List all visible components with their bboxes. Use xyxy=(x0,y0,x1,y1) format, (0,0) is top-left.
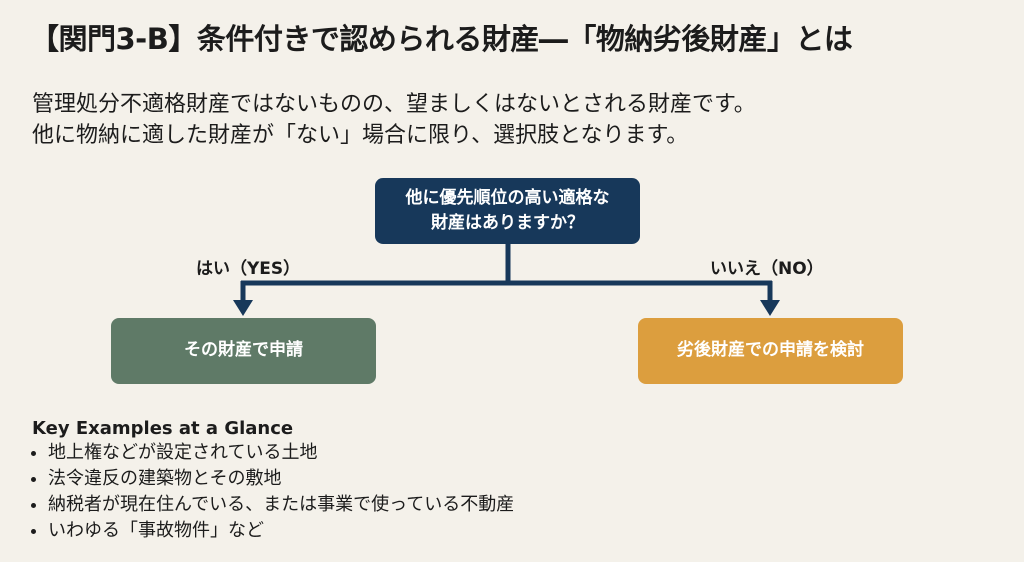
yes-label: はい（YES） xyxy=(196,259,301,279)
examples-heading: Key Examples at a Glance xyxy=(32,418,294,439)
arrow-yes-icon xyxy=(233,300,253,316)
intro-line-2: 他に物納に適した財産が「ない」場合に限り、選択肢となります。 xyxy=(32,123,689,148)
yes-result-text: その財産で申請 xyxy=(184,340,303,361)
page-title: 【関門3-B】条件付きで認められる財産―「物納劣後財産」とは xyxy=(30,22,853,56)
list-item: 法令違反の建築物とその敷地 xyxy=(48,466,514,492)
list-item: 地上権などが設定されている土地 xyxy=(48,440,514,466)
intro-line-1: 管理処分不適格財産ではないものの、望ましくはないとされる財産です。 xyxy=(32,92,756,117)
no-label: いいえ（NO） xyxy=(710,259,824,279)
yes-result-box: その財産で申請 xyxy=(111,318,376,384)
question-box: 他に優先順位の高い適格な財産はありますか？ xyxy=(375,178,640,244)
arrow-no-icon xyxy=(760,300,780,316)
question-line-1: 他に優先順位の高い適格な xyxy=(405,187,610,208)
list-item: いわゆる「事故物件」など xyxy=(48,518,514,544)
question-line-2: 財産はありますか？ xyxy=(431,213,584,233)
list-item: 納税者が現在住んでいる、または事業で使っている不動産 xyxy=(48,492,514,518)
examples-list: 地上権などが設定されている土地 法令違反の建築物とその敷地 納税者が現在住んでい… xyxy=(26,440,514,544)
no-result-box: 劣後財産での申請を検討 xyxy=(638,318,903,384)
no-result-text: 劣後財産での申請を検討 xyxy=(677,340,864,361)
